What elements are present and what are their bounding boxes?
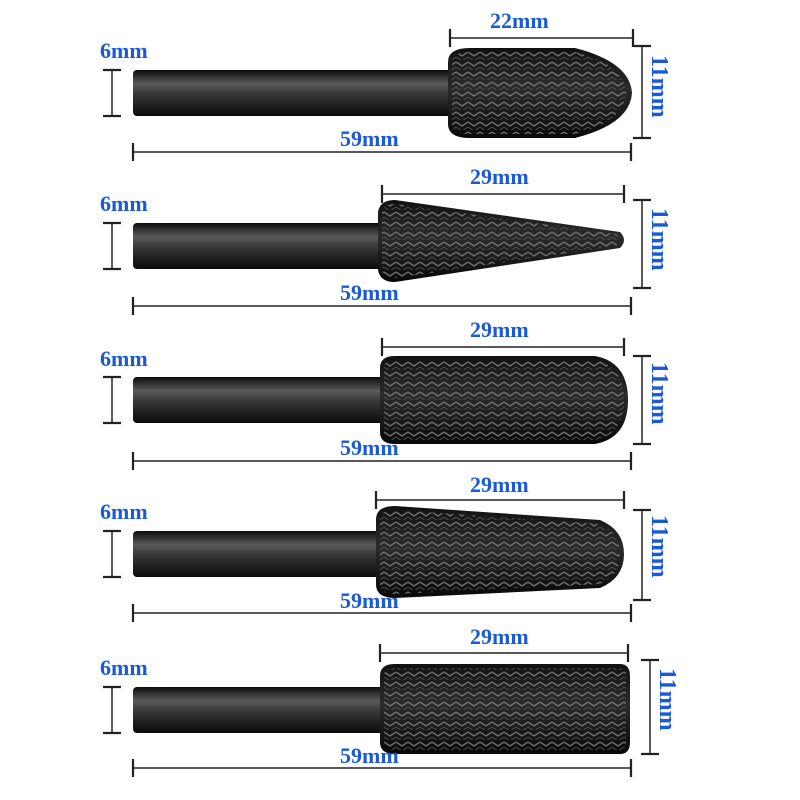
total-length-label: 59mm bbox=[340, 435, 399, 460]
shank-diameter-label: 6mm bbox=[100, 499, 148, 524]
burr-row-1: 6mm 22mm 11mm 59mm bbox=[100, 8, 672, 161]
burr-shank bbox=[133, 223, 383, 269]
burr-shank bbox=[133, 687, 388, 733]
head-length-label: 29mm bbox=[470, 317, 529, 342]
head-length-label: 29mm bbox=[470, 164, 529, 189]
head-length-label: 22mm bbox=[490, 8, 549, 33]
total-length-label: 59mm bbox=[340, 588, 399, 613]
shank-diameter-label: 6mm bbox=[100, 346, 148, 371]
burr-row-3: 6mm 29mm 11mm 59mm bbox=[100, 317, 672, 470]
total-length-label: 59mm bbox=[340, 280, 399, 305]
shank-diameter-label: 6mm bbox=[100, 191, 148, 216]
burr-teeth bbox=[382, 204, 619, 278]
burr-row-5: 6mm 29mm 11mm 59mm bbox=[100, 624, 680, 777]
burr-teeth bbox=[384, 360, 624, 440]
head-diameter-label: 11mm bbox=[646, 362, 672, 425]
head-diameter-label: 11mm bbox=[654, 668, 680, 731]
burr-teeth bbox=[452, 52, 626, 134]
burr-shank bbox=[133, 531, 383, 577]
total-length-label: 59mm bbox=[340, 126, 399, 151]
head-diameter-label: 11mm bbox=[646, 55, 672, 118]
burr-row-4: 6mm 29mm 11mm 59mm bbox=[100, 472, 672, 622]
head-length-label: 29mm bbox=[470, 472, 529, 497]
burr-shank bbox=[133, 377, 388, 423]
burr-row-2: 6mm 29mm 11mm 59mm bbox=[100, 164, 672, 315]
total-length-label: 59mm bbox=[340, 743, 399, 768]
head-diameter-label: 11mm bbox=[646, 515, 672, 578]
burr-teeth bbox=[384, 668, 626, 750]
head-diameter-label: 11mm bbox=[646, 208, 672, 271]
shank-diameter-label: 6mm bbox=[100, 38, 148, 63]
shank-diameter-label: 6mm bbox=[100, 655, 148, 680]
burr-shank bbox=[133, 70, 453, 116]
head-length-label: 29mm bbox=[470, 624, 529, 649]
burr-teeth bbox=[380, 510, 620, 594]
